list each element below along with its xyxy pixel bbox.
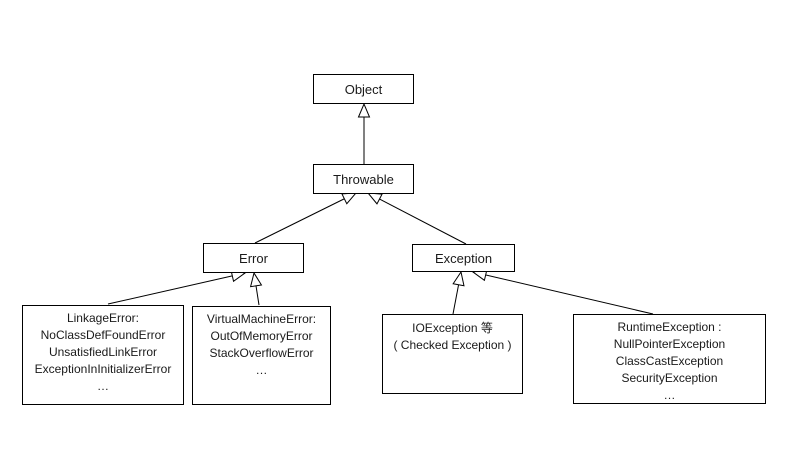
- node-object-label: Object: [344, 81, 383, 97]
- node-runtime-exception-item: NullPointerException: [613, 337, 726, 351]
- node-linkage-error-item: NoClassDefFoundError: [40, 328, 166, 342]
- node-linkage-error-item: UnsatisfiedLinkError: [48, 345, 158, 359]
- node-runtime-exception-item: ClassCastException: [615, 354, 724, 368]
- node-virtual-machine-error-ellipsis: …: [255, 363, 268, 377]
- node-virtual-machine-error: VirtualMachineError: OutOfMemoryError St…: [192, 306, 331, 405]
- node-virtual-machine-error-title: VirtualMachineError:: [206, 312, 317, 326]
- node-io-exception-title: IOException 等: [412, 321, 493, 335]
- node-virtual-machine-error-item: OutOfMemoryError: [210, 329, 313, 343]
- node-runtime-exception-item: SecurityException: [621, 371, 718, 385]
- node-runtime-exception-title: RuntimeException :: [617, 320, 722, 334]
- node-exception-label: Exception: [434, 250, 493, 266]
- edge-linkageerror-to-error: [107, 269, 247, 305]
- edge-virtualmachineerror-to-error: [249, 271, 263, 306]
- node-linkage-error-ellipsis: …: [97, 379, 109, 393]
- node-virtual-machine-error-item: StackOverflowError: [209, 346, 314, 360]
- node-linkage-error-item: ExceptionInInitializerError: [34, 362, 172, 376]
- node-object: Object: [313, 74, 414, 104]
- node-throwable: Throwable: [313, 164, 414, 194]
- node-runtime-exception: RuntimeException : NullPointerException …: [573, 314, 766, 404]
- edge-error-to-throwable: [254, 192, 358, 244]
- node-runtime-exception-ellipsis: …: [663, 388, 676, 402]
- edge-ioexception-to-exception: [452, 270, 465, 315]
- node-io-exception: IOException 等 ( Checked Exception ): [382, 314, 523, 394]
- node-error-label: Error: [239, 250, 268, 266]
- edge-exception-to-throwable: [366, 192, 467, 245]
- node-throwable-label: Throwable: [333, 171, 394, 187]
- node-io-exception-subtitle: ( Checked Exception ): [393, 338, 512, 352]
- node-linkage-error: LinkageError: NoClassDefFoundError Unsat…: [22, 305, 184, 405]
- node-exception: Exception: [412, 244, 515, 272]
- node-error: Error: [203, 243, 304, 273]
- node-linkage-error-title: LinkageError:: [66, 311, 140, 325]
- edge-runtimeexception-to-exception: [471, 268, 654, 315]
